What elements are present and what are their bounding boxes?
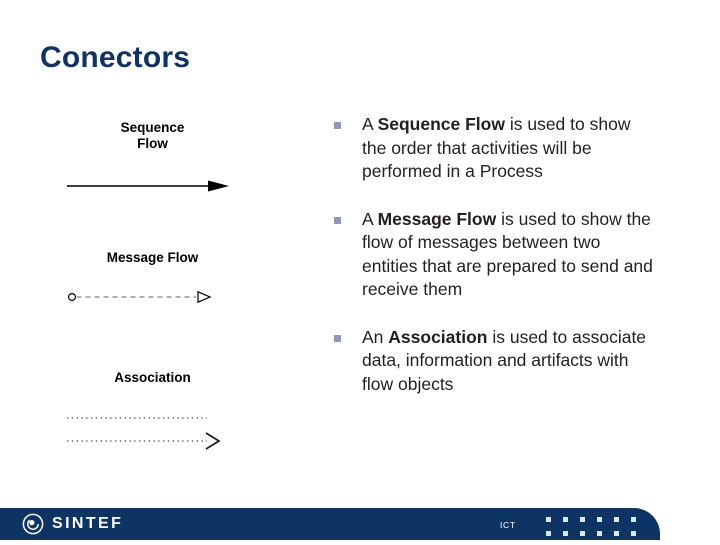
- bullet-suffix: is used to show the flow of messages bet…: [362, 208, 653, 300]
- grid-dot: [597, 531, 602, 536]
- message-flow-arrow-icon: [65, 289, 255, 310]
- sintef-logo: SINTEF: [22, 513, 123, 535]
- grid-dot: [563, 531, 568, 536]
- grid-dot: [580, 517, 585, 522]
- bullet-text: An Association is used to associate data…: [362, 326, 654, 397]
- sequence-flow-arrow-icon: [65, 178, 255, 199]
- grid-dot: [546, 517, 551, 522]
- bullet-term: Association: [388, 326, 488, 347]
- diagram-association: Association: [60, 370, 310, 455]
- grid-dot: [614, 531, 619, 536]
- bullet-square-icon: [334, 216, 341, 224]
- bullet-text: A Sequence Flow is used to show the orde…: [362, 113, 654, 184]
- association-line-icon: [65, 410, 255, 455]
- diagram-message-flow: Message Flow: [60, 250, 310, 310]
- sintef-wordmark: SINTEF: [52, 515, 124, 532]
- grid-dot: [546, 531, 551, 536]
- bullet-prefix: An: [362, 326, 389, 347]
- page-title: Conectors: [40, 41, 191, 74]
- bullet-suffix: is used to associate data, information a…: [362, 326, 647, 394]
- list-item: A Sequence Flow is used to show the orde…: [334, 113, 654, 184]
- list-item: An Association is used to associate data…: [334, 326, 654, 397]
- grid-dot: [597, 517, 602, 522]
- diagram-sequence-flow: Sequence Flow: [60, 120, 310, 199]
- bullet-term: Message Flow: [377, 208, 497, 229]
- diagram-label-association: Association: [114, 370, 191, 385]
- grid-dot: [614, 517, 619, 522]
- list-item: A Message Flow is used to show the flow …: [334, 208, 654, 302]
- sintef-swirl-icon: [22, 513, 44, 535]
- footer-unit-label: ICT: [500, 520, 516, 530]
- footer-dot-grid: [546, 517, 648, 545]
- grid-dot: [631, 531, 636, 536]
- diagram-label-sequence-flow: Sequence Flow: [120, 120, 185, 151]
- diagram-label-message-flow: Message Flow: [106, 250, 199, 265]
- grid-dot: [563, 517, 568, 522]
- bullet-prefix: A: [362, 208, 378, 229]
- grid-dot: [631, 517, 636, 522]
- bullet-square-icon: [334, 334, 341, 342]
- bullet-text: A Message Flow is used to show the flow …: [362, 208, 654, 302]
- grid-dot: [580, 531, 585, 536]
- bullet-square-icon: [334, 122, 341, 129]
- bullet-suffix: is used to show the order that activitie…: [362, 114, 631, 182]
- footer-bar: SINTEF ICT: [0, 508, 660, 540]
- bullet-prefix: A: [362, 114, 378, 134]
- bullet-list: A Sequence Flow is used to show the orde…: [334, 113, 654, 396]
- bullet-term: Sequence Flow: [377, 114, 505, 134]
